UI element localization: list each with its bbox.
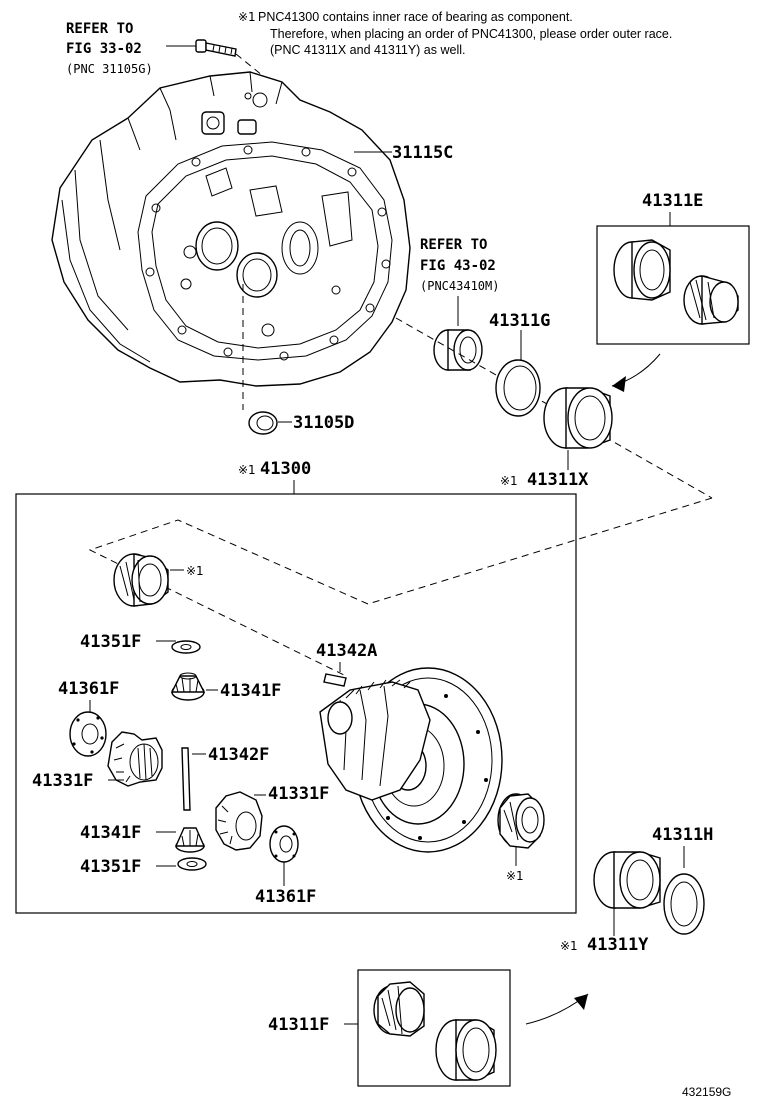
- side-gear-washer-bottom-illustration: [269, 825, 299, 863]
- part-number-41351F-bottom[interactable]: 41351F: [80, 857, 141, 877]
- bolt-illustration: [195, 39, 269, 81]
- arrow-head-41311F: [574, 994, 588, 1010]
- pinion-shaft-illustration: [181, 747, 191, 811]
- part-number-41341F-top[interactable]: 41341F: [220, 681, 281, 701]
- ref1-line-2: FIG 33-02: [66, 41, 142, 57]
- arrow-head-41311E: [612, 376, 626, 392]
- differential-case-ring-gear-illustration: [319, 667, 503, 853]
- note-line-1: PNC41300 contains inner race of bearing …: [258, 10, 573, 24]
- kit-box-41311F: [357, 969, 511, 1087]
- part-number-41311X[interactable]: 41311X: [527, 470, 589, 490]
- note-line-3: (PNC 41311X and 41311Y) as well.: [270, 43, 465, 57]
- mark-41311X: ※1: [500, 474, 518, 488]
- part-number-41342F[interactable]: 41342F: [208, 745, 269, 765]
- part-number-41361F-left[interactable]: 41361F: [58, 679, 119, 699]
- part-number-31105D[interactable]: 31105D: [293, 413, 354, 433]
- thrust-washer-top-illustration: [171, 640, 201, 654]
- mark-41300: ※1: [238, 463, 256, 477]
- part-number-41341F-bottom[interactable]: 41341F: [80, 823, 141, 843]
- part-number-41311H[interactable]: 41311H: [652, 825, 713, 845]
- shim-41311G-illustration: [495, 359, 541, 417]
- assembly-box-41300: [15, 493, 577, 914]
- side-gear-right-illustration: [215, 791, 263, 851]
- part-number-41300[interactable]: 41300: [260, 459, 311, 479]
- oil-seal-31105D-illustration: [248, 411, 278, 435]
- part-number-41331F-right[interactable]: 41331F: [268, 784, 329, 804]
- reference-fig-33-02[interactable]: REFER TO FIG 33-02 (PNC 31105G): [66, 21, 153, 76]
- outer-race-41311Y-illustration: [593, 851, 661, 909]
- bearing-inner-race-right-illustration: [497, 793, 545, 849]
- reference-fig-43-02[interactable]: REFER TO FIG 43-02 (PNC43410M): [420, 237, 499, 293]
- ref2-line-3: (PNC43410M): [420, 279, 499, 293]
- part-number-41311F[interactable]: 41311F: [268, 1015, 329, 1035]
- shim-41311H-illustration: [663, 873, 705, 935]
- note-mark: ※1: [238, 10, 256, 24]
- illustration-id: 432159G: [682, 1085, 731, 1099]
- ref2-line-2: FIG 43-02: [420, 258, 496, 274]
- pin-41342A-illustration: [323, 673, 347, 687]
- mark-bearing-right: ※1: [506, 869, 524, 883]
- pinion-gear-top-illustration: [170, 672, 206, 701]
- part-number-41311Y[interactable]: 41311Y: [587, 935, 649, 955]
- part-number-41351F-top[interactable]: 41351F: [80, 632, 141, 652]
- thrust-washer-bottom-illustration: [177, 857, 207, 871]
- part-number-41342A[interactable]: 41342A: [316, 641, 377, 661]
- axis-line-box: [88, 497, 713, 677]
- ref1-line-3: (PNC 31105G): [66, 62, 153, 76]
- mark-bearing-top: ※1: [186, 564, 204, 578]
- mark-41311Y: ※1: [560, 939, 578, 953]
- transaxle-housing-illustration: [51, 71, 411, 387]
- bearing-kit-41311E-illustration: [613, 239, 739, 325]
- part-number-41311G[interactable]: 41311G: [489, 311, 550, 331]
- note-line-2: Therefore, when placing an order of PNC4…: [270, 27, 672, 41]
- side-gear-left-illustration: [107, 731, 163, 787]
- part-number-31115C[interactable]: 31115C: [392, 143, 453, 163]
- part-number-41361F-bottom[interactable]: 41361F: [255, 887, 316, 907]
- ref1-line-1: REFER TO: [66, 21, 133, 37]
- part-number-41311E[interactable]: 41311E: [642, 191, 703, 211]
- bearing-kit-41311F-illustration: [373, 981, 497, 1081]
- pinion-gear-bottom-illustration: [174, 827, 206, 853]
- ref2-line-1: REFER TO: [420, 237, 487, 253]
- bearing-inner-race-top-illustration: [113, 553, 169, 607]
- oil-seal-illustration: [433, 329, 483, 371]
- part-number-41331F-left[interactable]: 41331F: [32, 771, 93, 791]
- component-note: ※1 PNC41300 contains inner race of beari…: [238, 10, 672, 57]
- side-gear-washer-left-illustration: [69, 711, 107, 757]
- outer-race-41311X-illustration: [543, 387, 613, 449]
- kit-box-41311E: [596, 225, 750, 345]
